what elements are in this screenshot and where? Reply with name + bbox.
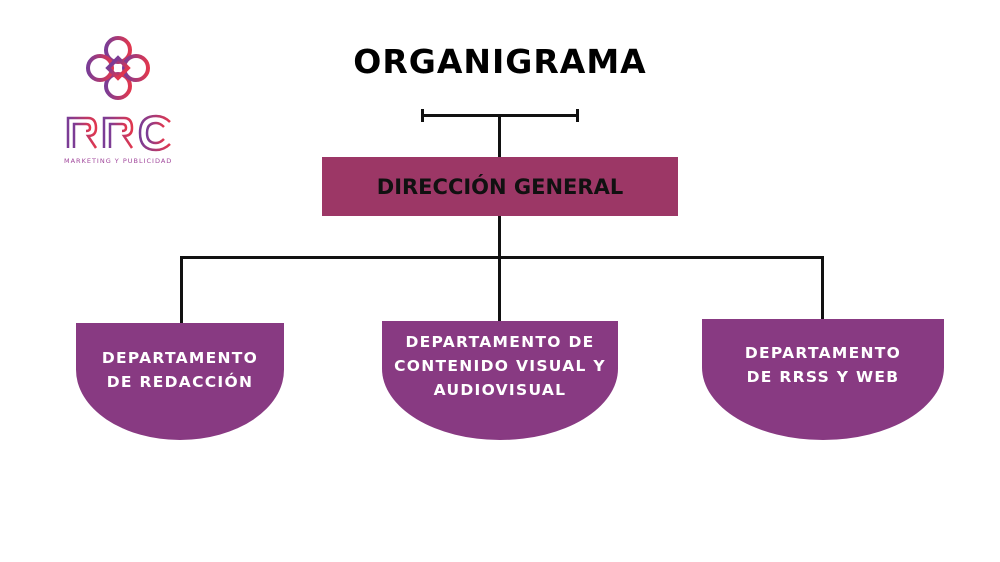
node-label: CONTENIDO VISUAL Y (394, 357, 606, 375)
connector (576, 109, 579, 122)
node-departamento-contenido: DEPARTAMENTO DE CONTENIDO VISUAL Y AUDIOVI… (382, 321, 618, 440)
node-label: AUDIOVISUAL (433, 381, 567, 399)
node-label: DEPARTAMENTO (101, 349, 259, 367)
connector (821, 256, 824, 320)
connector (498, 256, 501, 322)
connector (180, 256, 183, 324)
logo-knot-icon (66, 36, 171, 152)
node-direccion-general: DIRECCIÓN GENERAL (322, 157, 678, 216)
node-label: DIRECCIÓN GENERAL (376, 174, 624, 199)
connector (498, 114, 501, 158)
node-label: DEPARTAMENTO DE (405, 333, 595, 351)
logo-tagline: MARKETING Y PUBLICIDAD (64, 157, 173, 165)
node-label: DE RRSS Y WEB (746, 368, 900, 386)
page-title: ORGANIGRAMA (353, 42, 647, 81)
logo (60, 30, 180, 170)
connector (421, 109, 424, 122)
node-departamento-rrss-web: DEPARTAMENTO DE RRSS Y WEB (702, 319, 944, 440)
connector (498, 215, 501, 258)
node-label: DEPARTAMENTO (744, 344, 902, 362)
node-label: DE REDACCIÓN (106, 373, 254, 391)
connector (180, 256, 824, 259)
node-departamento-redaccion: DEPARTAMENTO DE REDACCIÓN (76, 323, 284, 440)
